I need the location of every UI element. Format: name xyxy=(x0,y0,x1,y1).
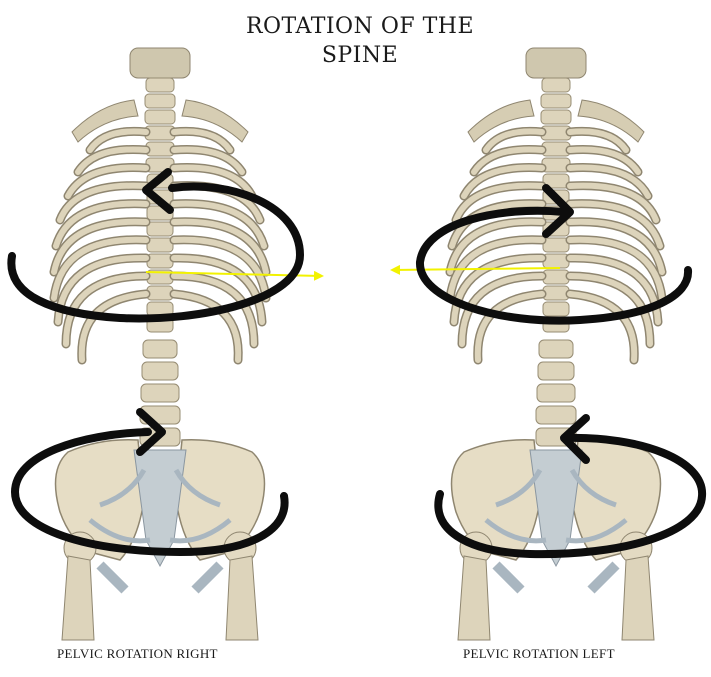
caption-pelvic-rotation-right: PELVIC ROTATION RIGHT xyxy=(57,646,218,662)
left-skeleton xyxy=(11,48,322,640)
right-skeleton xyxy=(392,48,702,640)
caption-pelvic-rotation-left: PELVIC ROTATION LEFT xyxy=(463,646,615,662)
